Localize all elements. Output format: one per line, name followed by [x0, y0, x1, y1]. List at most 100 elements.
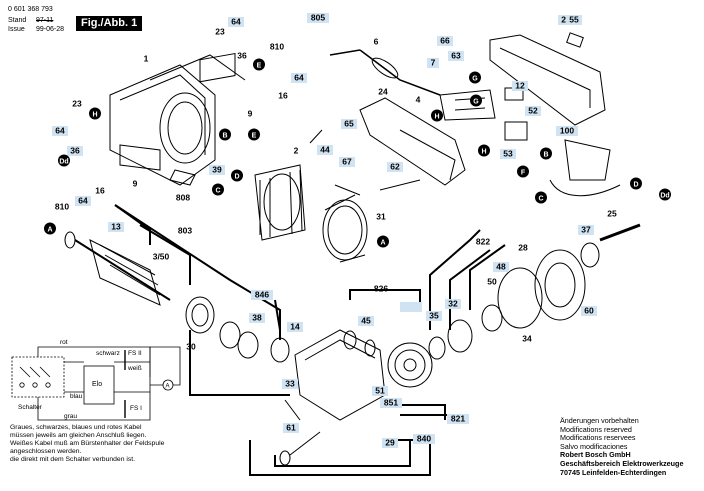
- wire-grau-label: grau: [64, 413, 77, 420]
- part-label-53: 53: [500, 149, 516, 159]
- part-label-text: 44: [320, 145, 330, 155]
- part-label-text: 803: [178, 226, 192, 236]
- part-label-text: C: [538, 196, 543, 203]
- wire-rot-label: rot: [60, 339, 68, 346]
- part-label-846: 846: [251, 290, 273, 300]
- part-label-12: 12: [512, 81, 528, 91]
- part-label-text: D: [234, 174, 239, 181]
- part-label-30: 30: [186, 342, 196, 352]
- part-label-28: 28: [518, 243, 528, 253]
- part-label-a: A: [377, 235, 389, 248]
- part-label-text: 35: [429, 311, 439, 321]
- part-label-text: 6: [374, 37, 379, 47]
- part-label-851: 851: [380, 398, 402, 408]
- part-label-d: D: [231, 169, 243, 182]
- part-label-62: 62: [387, 162, 403, 172]
- part-label-67: 67: [339, 157, 355, 167]
- part-label-16: 16: [95, 186, 105, 196]
- part-label-text: 840: [417, 434, 431, 444]
- part-label-text: G: [472, 76, 478, 83]
- part-label-44: 44: [317, 145, 333, 155]
- part-label-60: 60: [581, 306, 597, 316]
- part-label-text: 12: [515, 81, 525, 91]
- housing-ring-drawing: [322, 199, 368, 261]
- schalter-label: Schalter: [18, 404, 43, 411]
- part-label-text: G: [473, 99, 479, 106]
- part-label-text: B: [222, 133, 227, 140]
- part-label-text: 36: [70, 146, 80, 156]
- wire-schwarz-label: schwarz: [96, 350, 120, 357]
- part-label-text: 64: [294, 73, 304, 83]
- wire-blau-label: blau: [70, 393, 83, 400]
- part-label-1: 1: [144, 54, 149, 64]
- handle-drawing: [489, 34, 606, 126]
- part-label-text: 826: [374, 284, 388, 294]
- part-label-65: 65: [341, 119, 357, 129]
- part-label-text: C: [215, 188, 220, 195]
- part-label-f: F: [517, 165, 529, 178]
- part-label-38: 38: [249, 313, 265, 323]
- part-label-text: 36: [237, 51, 247, 61]
- part-label-64: 64: [291, 73, 307, 83]
- part-label-text: 822: [476, 237, 490, 247]
- part-label-52: 52: [525, 106, 541, 116]
- figure-label: Fig./Abb. 1: [76, 16, 143, 31]
- part-label-text: 1: [144, 54, 149, 64]
- part-label-text: 821: [451, 414, 465, 424]
- part-label-810: 810: [270, 42, 284, 52]
- part-label-48: 48: [493, 262, 509, 272]
- footer-block: Änderungen vorbehalten Modifications res…: [560, 416, 683, 477]
- part-label-2: 2: [294, 146, 299, 156]
- part-label-text: 16: [95, 186, 105, 196]
- part-label-text: 61: [286, 423, 296, 433]
- part-label-text: F: [521, 170, 526, 177]
- part-label-text: 65: [344, 119, 354, 129]
- part-label-text: 53: [503, 149, 513, 159]
- part-label-840: 840: [413, 434, 435, 444]
- part-label-text: 9: [248, 109, 253, 119]
- flange-drawing: [534, 249, 586, 321]
- part-label-64: 64: [75, 196, 91, 206]
- part-label-6: 6: [374, 37, 379, 47]
- part-label-b: B: [540, 147, 552, 160]
- part-label-7: 7: [427, 58, 439, 68]
- part-label-text: 23: [72, 99, 82, 109]
- part-label-d: D: [630, 177, 642, 190]
- note-line: die direkt mit dem Schalter verbunden is…: [10, 456, 136, 463]
- part-label-text: 38: [252, 313, 262, 323]
- part-label-a: A: [44, 222, 56, 235]
- part-label-h: H: [478, 144, 490, 157]
- part-label-text: 29: [385, 438, 395, 448]
- part-label-text: 24: [378, 87, 388, 97]
- part-label-text: 63: [451, 51, 461, 61]
- part-label-text: A: [380, 240, 385, 247]
- part-label-text: 4: [416, 95, 421, 105]
- part-label-text: 851: [384, 398, 398, 408]
- part-label-text: A: [47, 227, 52, 234]
- footer-line: Robert Bosch GmbH: [560, 450, 631, 460]
- issue-value: 99-06-28: [36, 26, 65, 33]
- part-label-h: H: [431, 109, 443, 122]
- part-label-text: 2: [294, 146, 299, 156]
- part-label-61: 61: [283, 423, 299, 433]
- part-label-826: 826: [374, 284, 388, 294]
- part-label-text: 60: [584, 306, 594, 316]
- part-label-24: 24: [378, 87, 388, 97]
- part-label-b: B: [219, 128, 231, 141]
- part-label-text: 55: [569, 15, 579, 25]
- part-label-text: B: [543, 152, 548, 159]
- part-label-text: 28: [518, 243, 528, 253]
- footer-line: 70745 Leinfelden-Echterdingen: [560, 467, 667, 477]
- part-label-64: 64: [228, 17, 244, 27]
- footer-line: Salvo modificaciones: [560, 441, 628, 451]
- part-label-text: 51: [375, 386, 385, 396]
- part-label-36: 36: [237, 51, 247, 61]
- motor-housing-drawing: [109, 52, 246, 186]
- part-label-text: 23: [215, 27, 225, 37]
- part-label-14: 14: [287, 322, 303, 332]
- wiring-notes: Graues, schwarzes, blaues und rotes Kabe…: [10, 424, 210, 464]
- footer-line: Modifications reserved: [560, 424, 632, 434]
- part-label-text: 100: [560, 126, 574, 136]
- note-line: müssen jeweils am gleichen Anschluß lieg…: [10, 432, 147, 439]
- part-label-23: 23: [72, 99, 82, 109]
